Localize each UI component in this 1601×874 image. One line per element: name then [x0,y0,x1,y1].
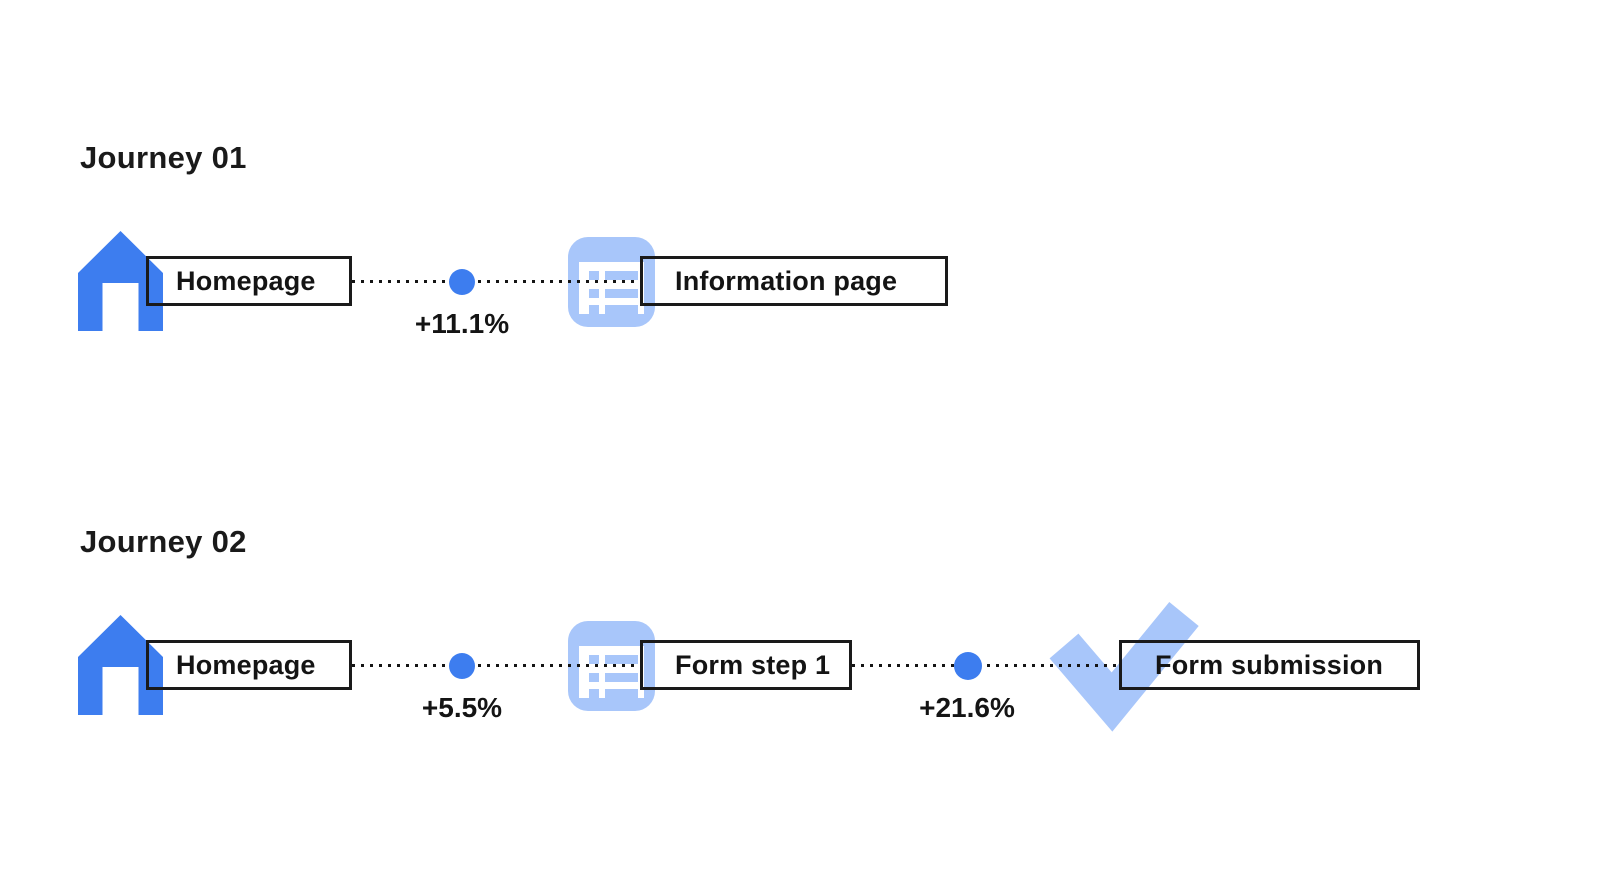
connector-dot [954,652,982,680]
connector-dot [449,653,475,679]
transition-percentage: +21.6% [919,692,1015,723]
journey-02-title: Journey 02 [80,524,247,559]
transition-percentage: +5.5% [421,692,503,723]
step-label: Information page [675,265,898,296]
home-icon [78,615,163,715]
step-node-form-step-1: Form step 1 [640,640,852,690]
connector-dot [449,269,475,295]
connector-line [852,664,1119,667]
step-node-homepage: Homepage [146,256,352,306]
step-node-homepage: Homepage [146,640,352,690]
step-label: Homepage [176,649,316,680]
transition-percentage: +11.1% [414,308,510,339]
step-node-information-page: Information page [640,256,948,306]
step-label: Form submission [1155,649,1384,680]
journey-01-title: Journey 01 [80,140,247,175]
home-icon [78,231,163,331]
step-node-form-submission: Form submission [1119,640,1420,690]
step-label: Form step 1 [675,649,831,680]
connector-line [352,280,640,283]
connector-line [352,664,640,667]
step-label: Homepage [176,265,316,296]
